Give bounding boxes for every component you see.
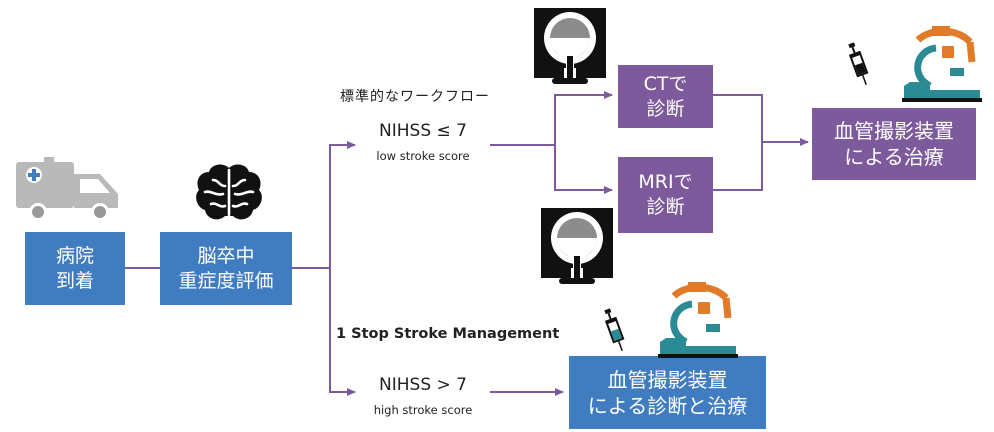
connector-to-ct: [554, 91, 613, 145]
connector-ct-to-treat: [713, 94, 763, 191]
ct-scanner-icon: [534, 8, 606, 84]
hospital-arrival-box: 病院 到着: [25, 232, 125, 305]
stroke-severity-line1: 脳卒中: [197, 244, 255, 267]
ambulance-icon: [16, 157, 118, 221]
brain-icon: [196, 164, 262, 226]
ct-diagnosis-line2: 診断: [646, 97, 685, 120]
nihss-high-label: NIHSS > 7: [379, 375, 467, 395]
mri-scanner-icon: [541, 208, 613, 284]
low-stroke-score-label: low stroke score: [376, 149, 470, 163]
syringe-icon: [604, 308, 625, 351]
nihss-low-label: NIHSS ≤ 7: [379, 121, 467, 141]
ct-diagnosis-box: CTで 診断: [618, 65, 713, 128]
mri-diagnosis-line2: 診断: [646, 196, 685, 218]
angio-treatment-box: 血管撮影装置 による治療: [812, 108, 976, 180]
angio-diagnosis-treatment-line2: による診断と治療: [587, 393, 748, 418]
stroke-severity-box: 脳卒中 重症度評価: [160, 232, 292, 305]
mri-diagnosis-line1: MRIで: [638, 171, 693, 194]
angiography-machine-icon: [658, 282, 738, 358]
connector-to-mri: [554, 145, 613, 194]
ct-diagnosis-line1: CTで: [643, 72, 688, 95]
hospital-arrival-line2: 到着: [55, 269, 94, 292]
hospital-arrival-line1: 病院: [55, 244, 94, 267]
syringe-icon: [848, 42, 869, 85]
angiography-machine-icon: [902, 26, 982, 102]
stroke-severity-line2: 重症度評価: [178, 269, 274, 292]
angio-diagnosis-treatment-box: 血管撮影装置 による診断と治療: [569, 356, 766, 429]
angio-diagnosis-treatment-line1: 血管撮影装置: [607, 367, 728, 392]
mri-diagnosis-box: MRIで 診断: [618, 157, 713, 233]
standard-workflow-label: 標準的なワークフロー: [340, 89, 490, 105]
connector-to-low-branch: [329, 141, 356, 268]
angio-treatment-line2: による治療: [844, 145, 944, 169]
high-stroke-score-label: high stroke score: [373, 403, 473, 417]
angio-treatment-line1: 血管撮影装置: [834, 119, 954, 143]
connector-to-high-branch: [329, 268, 356, 396]
one-stop-label: 1 Stop Stroke Management: [336, 326, 560, 342]
